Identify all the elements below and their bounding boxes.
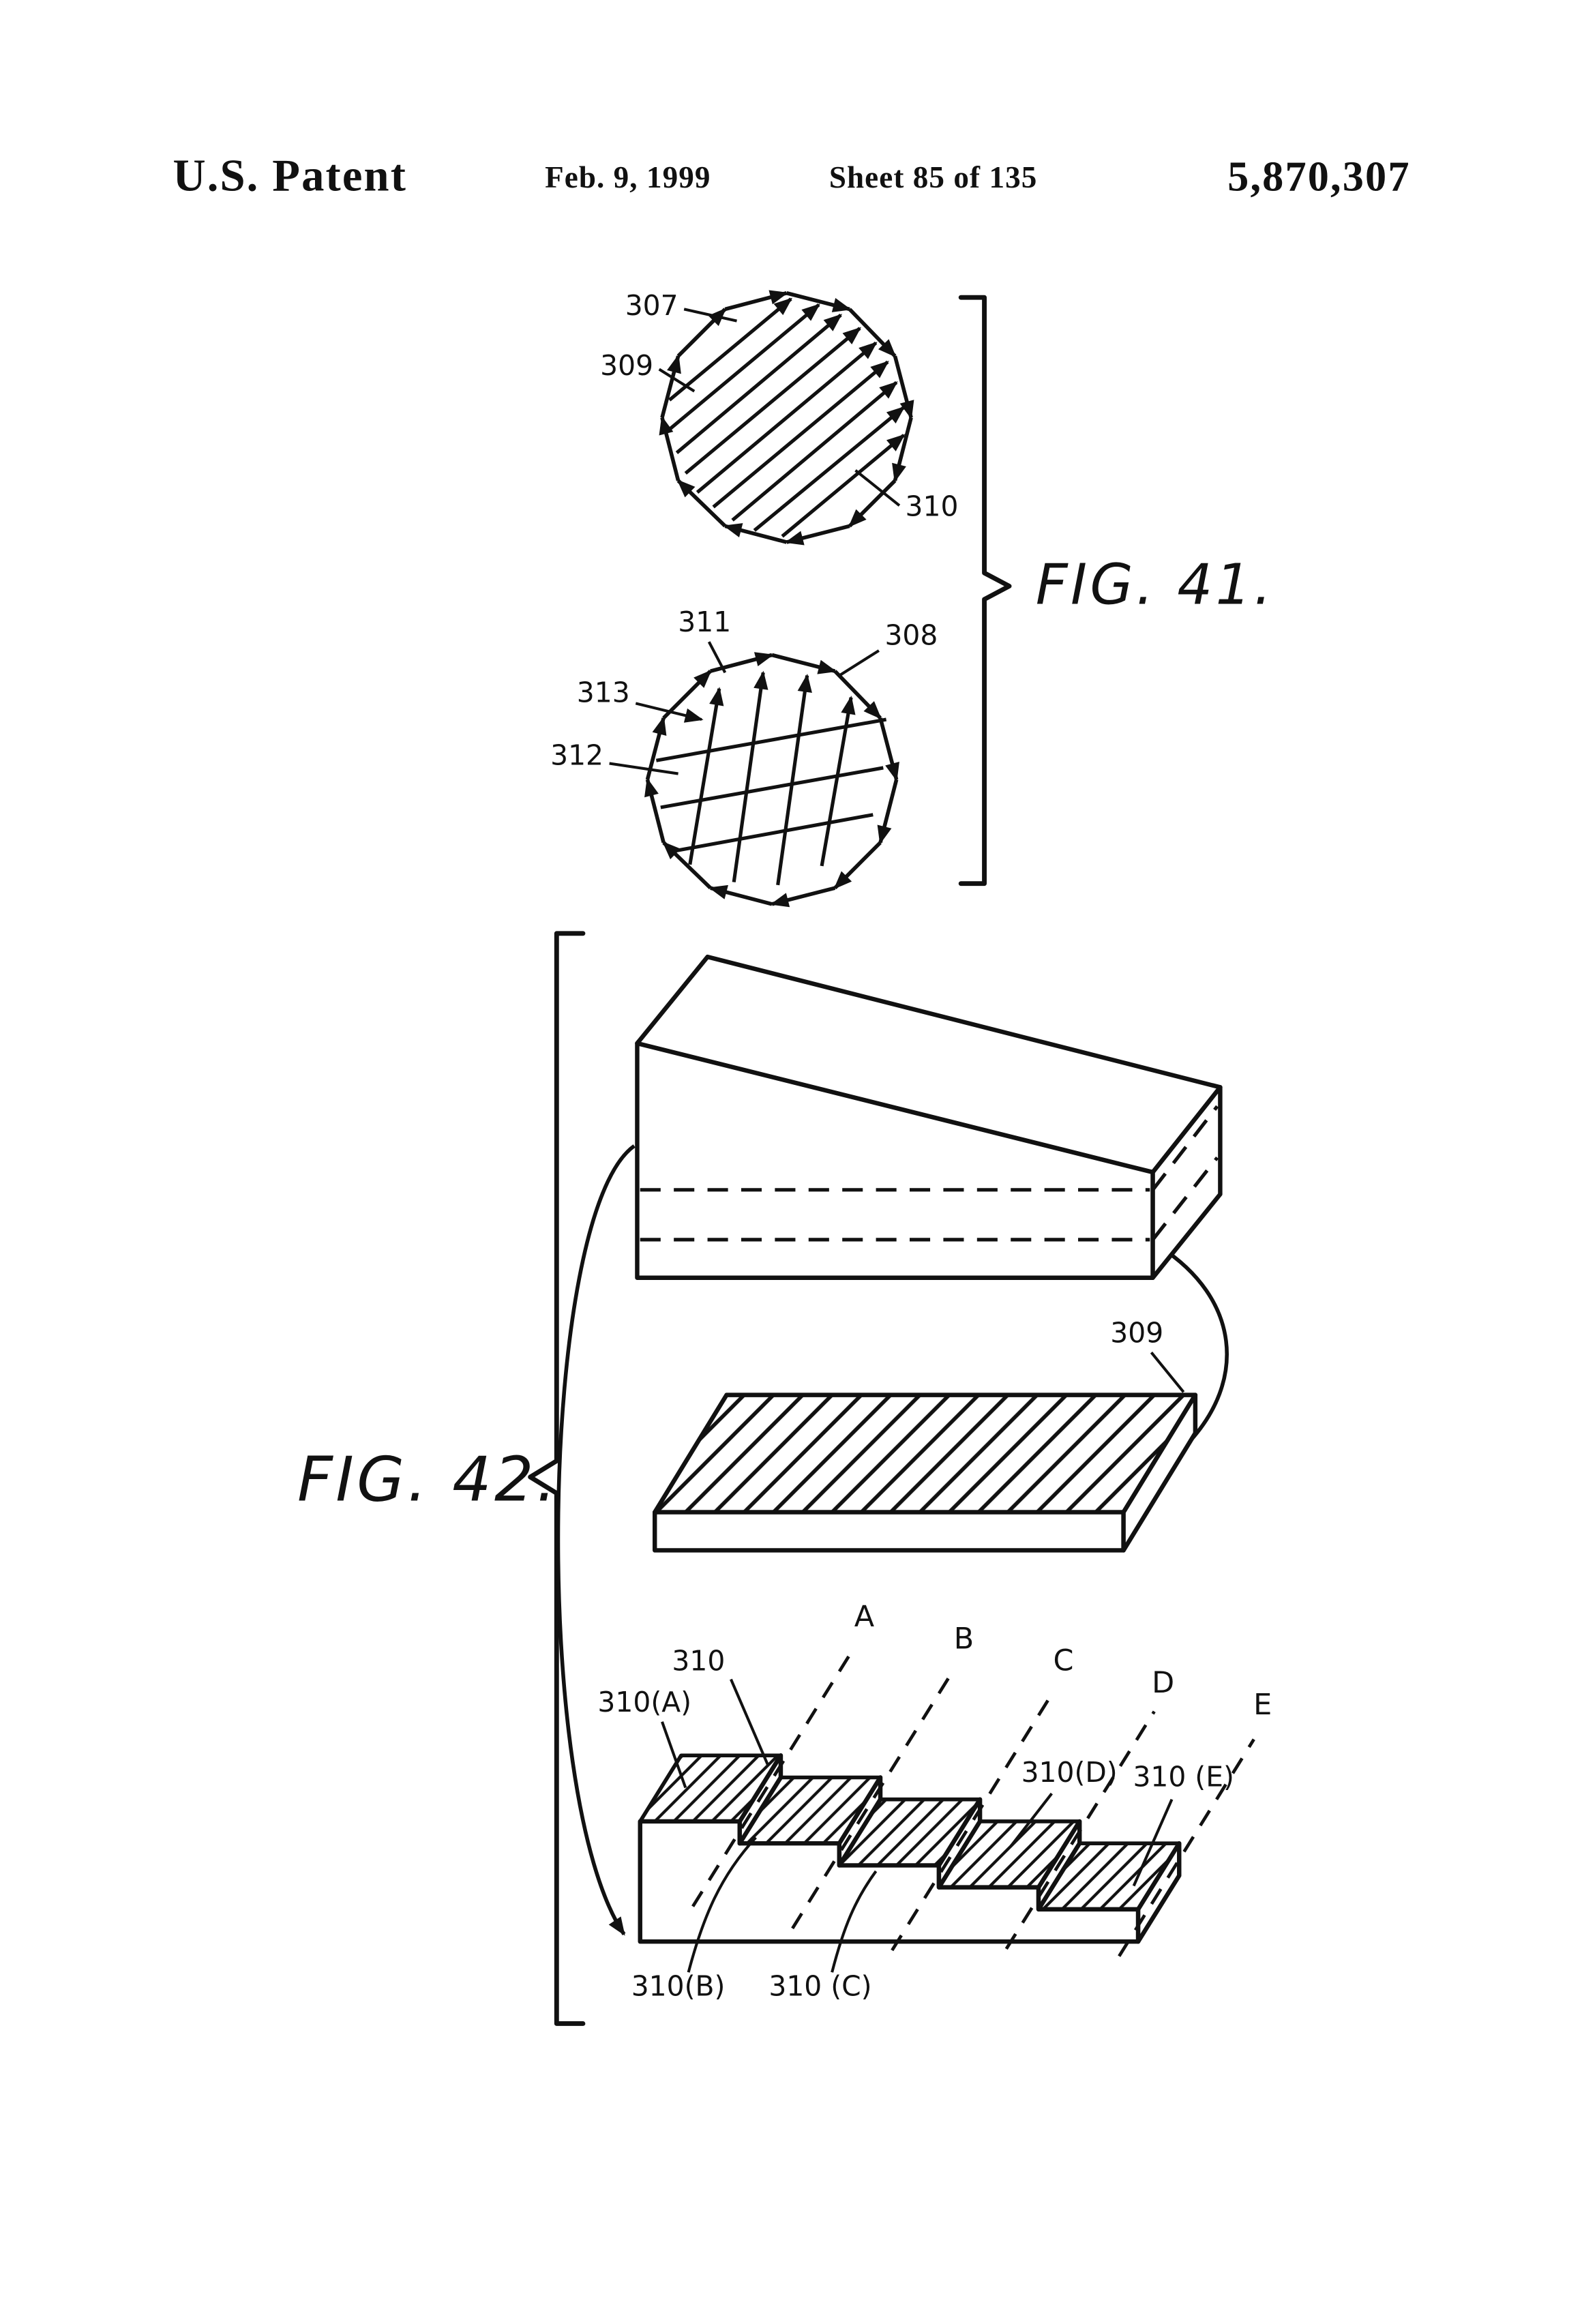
patent-date: Feb. 9, 1999 xyxy=(545,160,711,194)
leader-308 xyxy=(838,649,880,677)
plate-front-face xyxy=(653,1510,1126,1553)
leader-309 xyxy=(658,368,696,393)
patent-number: 5,870,307 xyxy=(1227,153,1410,200)
fig41-top-circle-field-arrows xyxy=(668,297,906,538)
ref-309: 309 xyxy=(600,349,653,382)
fig41-bottom-circle-rim-arrows xyxy=(644,652,899,908)
ref-310a: 310(A) xyxy=(597,1686,691,1718)
ref-310c: 310 (C) xyxy=(768,1970,871,2003)
fig41-group: 307 309 310 xyxy=(550,289,1274,908)
sheet-info: Sheet 85 of 135 xyxy=(829,160,1038,194)
fig41-bracket xyxy=(958,295,1012,887)
wedge-right-face xyxy=(1150,1085,1223,1280)
ref-310d: 310(D) xyxy=(1021,1756,1118,1789)
ref-309-plate: 309 xyxy=(1110,1316,1163,1349)
ref-310: 310 xyxy=(906,490,959,522)
section-letter-D: D xyxy=(1152,1666,1174,1700)
leader-311 xyxy=(707,641,727,674)
wedge-to-plate-connector xyxy=(1159,1245,1229,1446)
leader-310d xyxy=(1009,1792,1053,1847)
fig41-top-circle-rim-arrows xyxy=(659,290,914,546)
ref-310-stairs: 310 xyxy=(672,1645,725,1678)
fig41-caption: FIG. 41. xyxy=(1036,552,1274,617)
patent-title: U.S. Patent xyxy=(173,151,407,200)
leader-313 xyxy=(635,702,704,723)
leader-309-plate xyxy=(1150,1352,1185,1393)
section-letter-A: A xyxy=(854,1600,875,1634)
section-letter-E: E xyxy=(1253,1688,1272,1722)
ref-310b: 310(B) xyxy=(631,1970,726,2003)
wedge-dashed-line-side-lower xyxy=(1151,1156,1219,1241)
wedge-to-stairs-connector xyxy=(556,1144,636,1936)
section-line-E xyxy=(1118,1738,1255,1957)
step-top-A xyxy=(638,1753,783,1823)
section-letter-C: C xyxy=(1054,1644,1074,1678)
fig42-caption: FIG. 42. xyxy=(297,1444,559,1515)
ref-307: 307 xyxy=(625,289,678,322)
fig42-wedge-block xyxy=(635,954,1223,1280)
fig42-hatched-plate: 309 xyxy=(653,1316,1198,1553)
leader-310 xyxy=(854,469,901,507)
fig42-group: FIG. 42. 309 xyxy=(297,931,1272,2026)
fig41-bottom-circle-lattice xyxy=(655,670,887,886)
section-line-A xyxy=(691,1644,857,1907)
section-line-B xyxy=(791,1667,957,1930)
fig42-brace xyxy=(528,931,586,2026)
section-line-D xyxy=(1004,1710,1156,1950)
leader-310a xyxy=(661,1721,687,1789)
leader-310c xyxy=(831,1870,878,1973)
step-top-D xyxy=(937,1819,1081,1890)
section-letter-B: B xyxy=(954,1622,974,1656)
ref-310e: 310 (E) xyxy=(1133,1760,1234,1793)
ref-313: 313 xyxy=(577,676,630,709)
ref-312: 312 xyxy=(550,739,603,772)
ref-308: 308 xyxy=(884,619,938,651)
step-top-C xyxy=(837,1797,982,1868)
leader-310b xyxy=(687,1836,757,1973)
step-top-B xyxy=(738,1775,882,1845)
fig42-staircase: A B C D E 310 310(A) 310(B) 310 (C) 310(… xyxy=(597,1600,1272,2003)
leader-310e xyxy=(1132,1798,1174,1887)
page-header: U.S. Patent Feb. 9, 1999 Sheet 85 of 135… xyxy=(173,151,1410,200)
section-line-C xyxy=(891,1688,1056,1952)
wedge-dashed-line-side-upper xyxy=(1151,1105,1219,1191)
plate-top-face xyxy=(653,1392,1198,1515)
leader-312 xyxy=(609,762,678,775)
leader-307 xyxy=(683,308,737,323)
ref-311: 311 xyxy=(678,606,731,638)
plate-right-face xyxy=(1121,1392,1198,1553)
leader-310-stairs xyxy=(730,1678,769,1765)
